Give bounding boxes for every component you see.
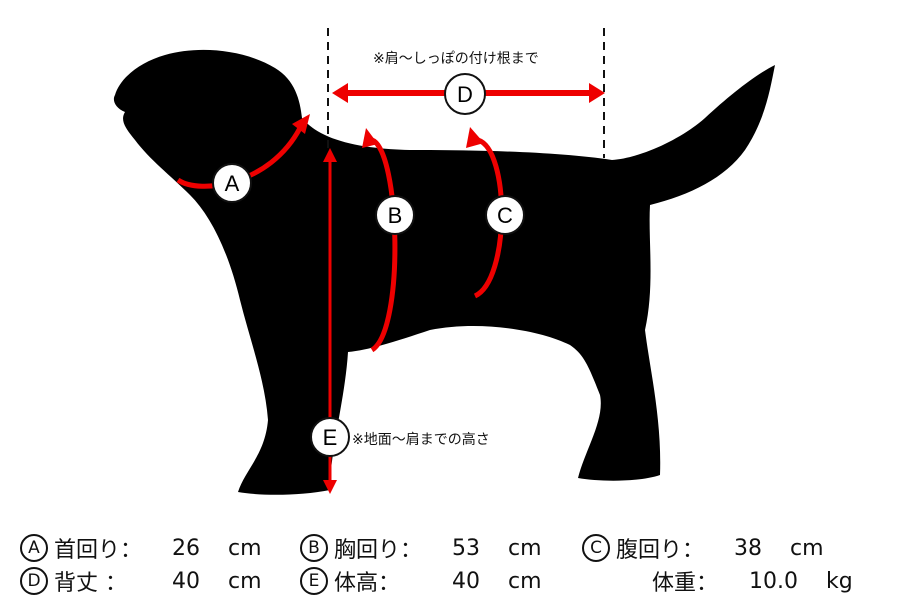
marker-d: D xyxy=(444,73,486,115)
measurement-label: 腹回り： xyxy=(616,538,705,563)
arrowhead-d-left xyxy=(332,83,348,103)
marker-a: A xyxy=(212,163,252,203)
arrowhead-b xyxy=(362,128,378,148)
measurement-value: 40 xyxy=(172,568,200,594)
measurement-unit: cm xyxy=(790,535,824,561)
arrow-b xyxy=(370,137,398,353)
arrowhead-d-right xyxy=(589,83,605,103)
measurement-value: 53 xyxy=(452,535,480,561)
marker-a-label: A xyxy=(20,534,48,562)
measurement-label: 首回り： xyxy=(54,538,143,563)
arrowhead-c xyxy=(466,127,484,148)
marker-c-label: C xyxy=(582,534,610,562)
measurement-height: E 体高： 40 cm xyxy=(300,565,542,597)
measurement-value: 26 xyxy=(172,535,200,561)
svg-text:C: C xyxy=(497,203,513,228)
svg-text:D: D xyxy=(457,82,473,107)
svg-text:E: E xyxy=(323,425,338,450)
svg-text:A: A xyxy=(225,171,240,196)
measurement-unit: kg xyxy=(826,568,853,594)
dog-silhouette xyxy=(113,49,776,495)
dog-diagram-svg: A B C D E xyxy=(113,28,776,495)
note-e: ※地面～肩までの高さ xyxy=(352,432,490,448)
arrowhead-e-bottom xyxy=(323,480,337,494)
marker-b-label: B xyxy=(300,534,328,562)
measurement-value: 10.0 xyxy=(749,568,798,594)
measurement-label: 背丈 ： xyxy=(54,571,127,596)
measurement-weight: 体重： 10.0 kg xyxy=(652,565,853,597)
measurement-neck: A 首回り： 26 cm xyxy=(20,532,262,564)
measurement-label: 体高： xyxy=(334,571,401,596)
marker-e: E xyxy=(310,417,350,457)
note-d: ※肩～しっぽの付け根まで xyxy=(373,51,539,67)
arrowhead-a xyxy=(292,114,310,134)
measurement-back-length: D 背丈 ： 40 cm xyxy=(20,565,262,597)
marker-b: B xyxy=(375,195,415,235)
measurement-unit: cm xyxy=(508,535,542,561)
measurement-value: 38 xyxy=(734,535,762,561)
arrowhead-e-top xyxy=(323,148,337,162)
measurement-chest: B 胸回り： 53 cm xyxy=(300,532,542,564)
measurement-belly: C 腹回り： 38 cm xyxy=(582,532,824,564)
measurement-label: 胸回り： xyxy=(334,538,423,563)
measurement-unit: cm xyxy=(228,535,262,561)
measurement-unit: cm xyxy=(228,568,262,594)
marker-e-label: E xyxy=(300,567,328,595)
svg-text:B: B xyxy=(388,203,403,228)
measurement-unit: cm xyxy=(508,568,542,594)
measurement-value: 40 xyxy=(452,568,480,594)
measurement-label: 体重： xyxy=(652,571,719,596)
marker-c: C xyxy=(485,195,525,235)
marker-d-label: D xyxy=(20,567,48,595)
